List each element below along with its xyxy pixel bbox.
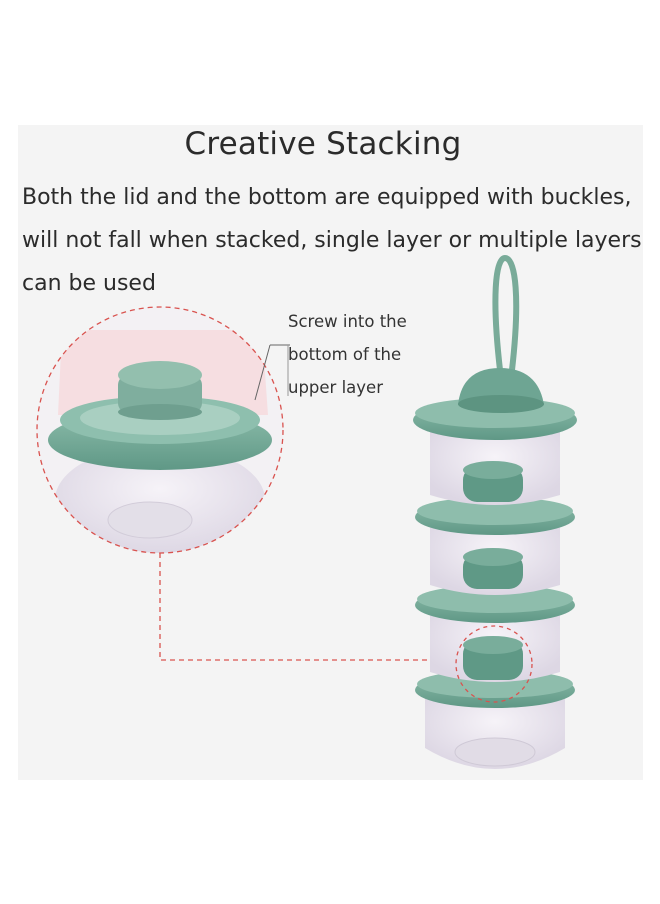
hanging-loop [492, 254, 520, 371]
callout-line-3: upper layer [288, 378, 383, 397]
callout-line-2: bottom of the [288, 345, 402, 364]
highlight-circle [455, 625, 533, 703]
description-line-1: Both the lid and the bottom are equipped… [22, 185, 632, 210]
zoom-detail-circle [36, 306, 284, 554]
container-layer-2 [415, 497, 575, 595]
callout-label: Screw into the bottom of the upper layer [288, 305, 407, 404]
container-layer-3 [415, 585, 575, 703]
container-layer-4 [415, 670, 575, 769]
description-line-2: will not fall when stacked, single layer… [22, 228, 642, 253]
headline: Creative Stacking [184, 126, 462, 162]
callout-line-1: Screw into the [288, 312, 407, 331]
container-layer-1 [413, 368, 577, 505]
callout-pointer [254, 344, 290, 401]
description-line-3: can be used [22, 271, 156, 296]
stacked-containers [413, 254, 577, 769]
connector-line [159, 553, 460, 661]
description-text: Both the lid and the bottom are equipped… [22, 176, 647, 305]
